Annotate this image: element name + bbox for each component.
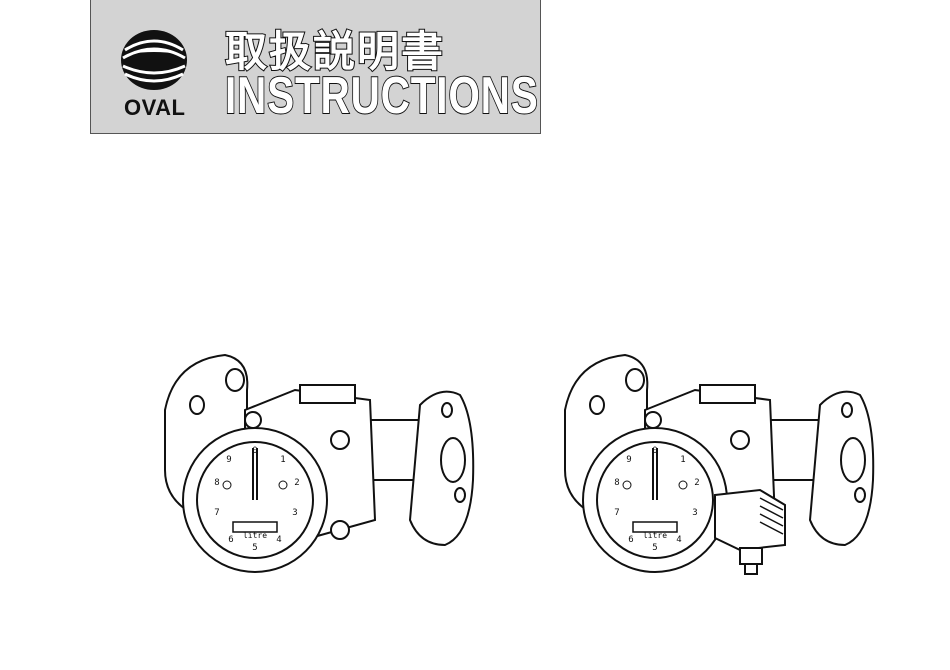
- dial-number-3: 3: [292, 508, 297, 518]
- flow-meter-illustration-left: 0 1 2 3 4 5 6 7 8 9 litre: [155, 350, 485, 590]
- dial-number-7: 7: [614, 508, 619, 518]
- dial-number-8: 8: [614, 478, 619, 488]
- dial-number-2: 2: [294, 478, 299, 488]
- dial-number-5: 5: [252, 543, 257, 553]
- flow-meter-left-drawing: 0 1 2 3 4 5 6 7 8 9 litre: [155, 350, 485, 590]
- dial-number-7: 7: [214, 508, 219, 518]
- flow-meter-illustration-right: 0 1 2 3 4 5 6 7 8 9 litre: [555, 350, 885, 590]
- dial-number-9: 9: [626, 455, 631, 465]
- dial-number-2: 2: [694, 478, 699, 488]
- dial-number-1: 1: [280, 455, 285, 465]
- dial-number-1: 1: [680, 455, 685, 465]
- instructions-header: OVAL 取扱説明書 INSTRUCTIONS: [90, 0, 541, 134]
- flow-meter-right-drawing: 0 1 2 3 4 5 6 7 8 9 litre: [555, 350, 885, 590]
- dial-number-5: 5: [652, 543, 657, 553]
- dial-number-6: 6: [228, 535, 233, 545]
- dial-number-6: 6: [628, 535, 633, 545]
- dial-number-8: 8: [214, 478, 219, 488]
- dial-number-4: 4: [276, 535, 281, 545]
- oval-logo-icon: [119, 20, 189, 95]
- dial-number-4: 4: [676, 535, 681, 545]
- brand-name: OVAL: [124, 95, 185, 121]
- dial-number-9: 9: [226, 455, 231, 465]
- title-english: INSTRUCTIONS: [225, 66, 539, 126]
- dial-number-3: 3: [692, 508, 697, 518]
